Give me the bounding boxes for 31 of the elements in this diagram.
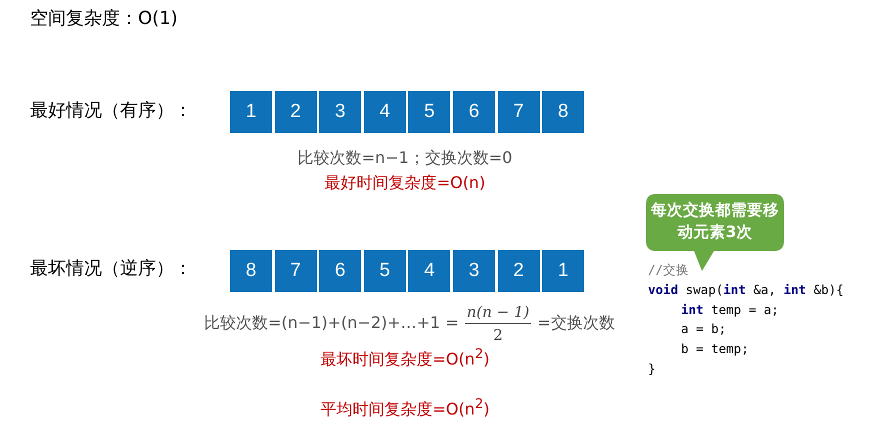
- code-line: int temp = a;: [681, 302, 779, 317]
- complexity-text: 最好时间复杂度=O(n): [324, 173, 486, 192]
- number-box: 1: [230, 91, 272, 133]
- comparison-text: 比较次数=n−1；交换次数=0: [298, 148, 512, 168]
- number-box: 1: [542, 250, 584, 292]
- case-label: 最好情况（有序）：: [30, 100, 192, 122]
- number-box: 4: [364, 91, 406, 133]
- complexity-text: 最坏时间复杂度=O(n$^{2}$): [320, 347, 490, 369]
- number-box: 7: [274, 250, 317, 292]
- code-line: }: [648, 361, 656, 376]
- complexity-text: 平均时间复杂度=O(n$^{2}$): [320, 397, 490, 419]
- number-box: 4: [408, 250, 450, 292]
- number-box: 2: [498, 250, 540, 292]
- number-box: 6: [453, 91, 495, 133]
- code-line: void swap(int &a, int &b){: [648, 282, 844, 297]
- formula-text: =交换次数: [537, 313, 615, 334]
- number-box: 5: [364, 250, 406, 292]
- number-box: 8: [542, 91, 584, 133]
- fraction: n(n − 1) 2: [464, 303, 532, 344]
- case-label: 最坏情况（逆序）：: [30, 258, 192, 280]
- number-box: 7: [498, 91, 540, 133]
- number-box: 3: [453, 250, 495, 292]
- number-box: 3: [319, 91, 362, 133]
- code-line: a = b;: [681, 321, 726, 336]
- heading-text: 空间复杂度：O(1): [30, 8, 178, 30]
- formula-text: 比较次数=(n−1)+(n−2)+…+1 =: [204, 313, 459, 334]
- number-box: 5: [408, 91, 450, 133]
- number-box: 2: [274, 91, 317, 133]
- number-box: 6: [319, 250, 362, 292]
- number-box: 8: [230, 250, 272, 292]
- code-line: b = temp;: [681, 341, 749, 356]
